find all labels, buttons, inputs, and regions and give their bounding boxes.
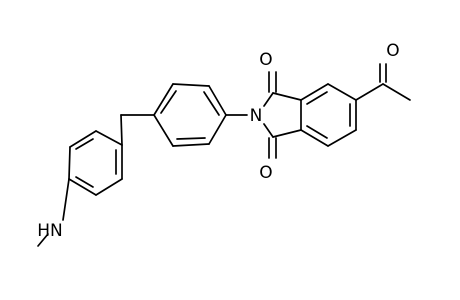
bond-inner	[75, 176, 94, 188]
bond-inner	[203, 91, 220, 116]
bond	[68, 146, 71, 180]
bond	[300, 83, 329, 101]
bond	[382, 83, 411, 101]
bond	[153, 114, 174, 147]
bond	[95, 178, 123, 196]
bond	[208, 114, 227, 145]
atom-label-layer: N O O O HN	[37, 41, 399, 241]
bond	[327, 83, 357, 101]
bond	[172, 143, 210, 147]
bond	[68, 178, 97, 196]
bond	[272, 92, 302, 101]
amine-group-label: HN	[37, 221, 63, 241]
acetyl-oxygen-label: O	[386, 41, 399, 61]
bond-inner	[306, 125, 328, 139]
bond	[37, 233, 49, 247]
bond	[153, 83, 174, 116]
bond	[263, 123, 274, 138]
imide-nitrogen-label: N	[250, 106, 263, 126]
carbonyl-oxygen-bottom-label: O	[259, 163, 272, 183]
bond	[208, 85, 227, 116]
bond	[355, 83, 384, 101]
bond	[172, 83, 210, 87]
bond-inner	[176, 137, 206, 140]
bond	[62, 178, 70, 221]
bond-inner	[306, 91, 328, 105]
carbonyl-oxygen-top-label: O	[259, 50, 272, 70]
bond	[263, 92, 274, 107]
bond-inner	[160, 90, 177, 114]
bond	[95, 130, 123, 146]
bond	[69, 130, 97, 148]
bond	[120, 114, 123, 146]
bond	[272, 129, 302, 138]
bond	[300, 129, 329, 147]
bond-inner	[75, 138, 94, 150]
bond	[327, 129, 357, 147]
bond-layer	[37, 63, 411, 247]
